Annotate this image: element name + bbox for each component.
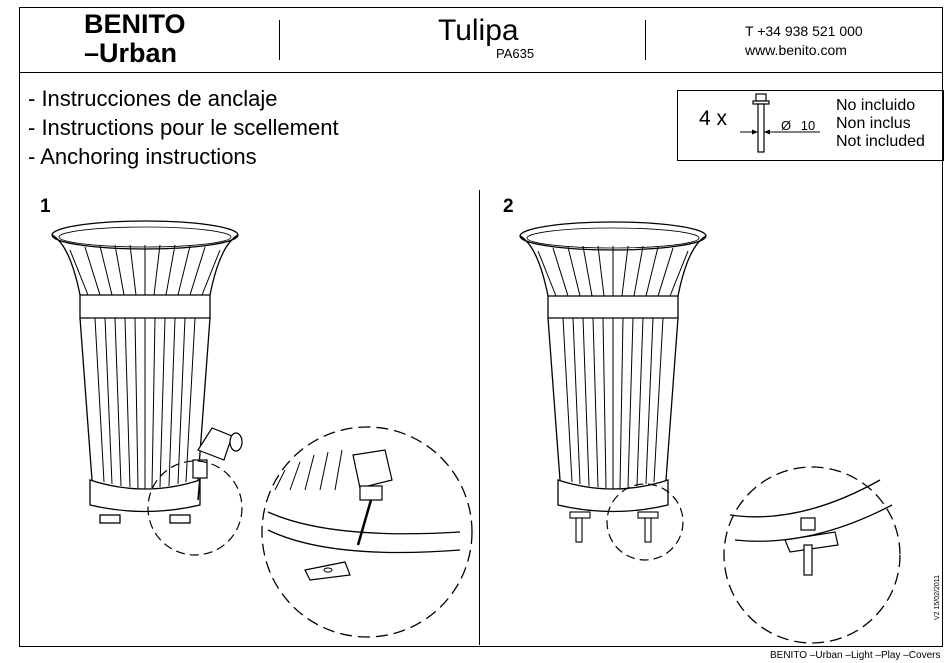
brand-line-2: –Urban [84, 38, 178, 68]
not-included-en: Not included [836, 133, 925, 150]
instructions-list: - Instrucciones de anclaje - Instruction… [28, 84, 339, 171]
contact-info: T +34 938 521 000 www.benito.com [745, 22, 863, 60]
instruction-fr: - Instructions pour le scellement [28, 115, 339, 140]
document-frame [19, 7, 943, 647]
not-included-fr: Non inclus [836, 115, 911, 132]
diameter-value: 10 [800, 118, 816, 133]
brand-line-1: BENITO [84, 9, 186, 39]
brand-logo: BENITO –Urban [84, 10, 186, 68]
phone-number: T +34 938 521 000 [745, 23, 863, 39]
product-code: PA635 [496, 46, 535, 61]
header-separator [279, 20, 280, 60]
hardware-box [677, 90, 944, 161]
steps-divider [479, 190, 480, 645]
instruction-en: - Anchoring instructions [28, 144, 257, 169]
instruction-es: - Instrucciones de anclaje [28, 86, 278, 111]
header-divider [19, 72, 943, 73]
bolt-quantity: 4 x [699, 107, 728, 130]
header-separator [645, 20, 646, 60]
website: www.benito.com [745, 42, 847, 58]
bolt-icon [740, 93, 820, 153]
step-number-1: 1 [40, 196, 51, 217]
footer-brands: BENITO –Urban –Light –Play –Covers [770, 650, 941, 661]
step-number-2: 2 [503, 196, 514, 217]
product-name: Tulipa [438, 14, 519, 47]
version-stamp: V2 15/02/2011 [934, 574, 941, 620]
not-included-note: No incluido Non inclus Not included [836, 97, 925, 151]
not-included-es: No incluido [836, 97, 916, 114]
diameter-symbol: Ø [781, 118, 792, 133]
bolt-diameter: Ø 10 [781, 118, 815, 133]
